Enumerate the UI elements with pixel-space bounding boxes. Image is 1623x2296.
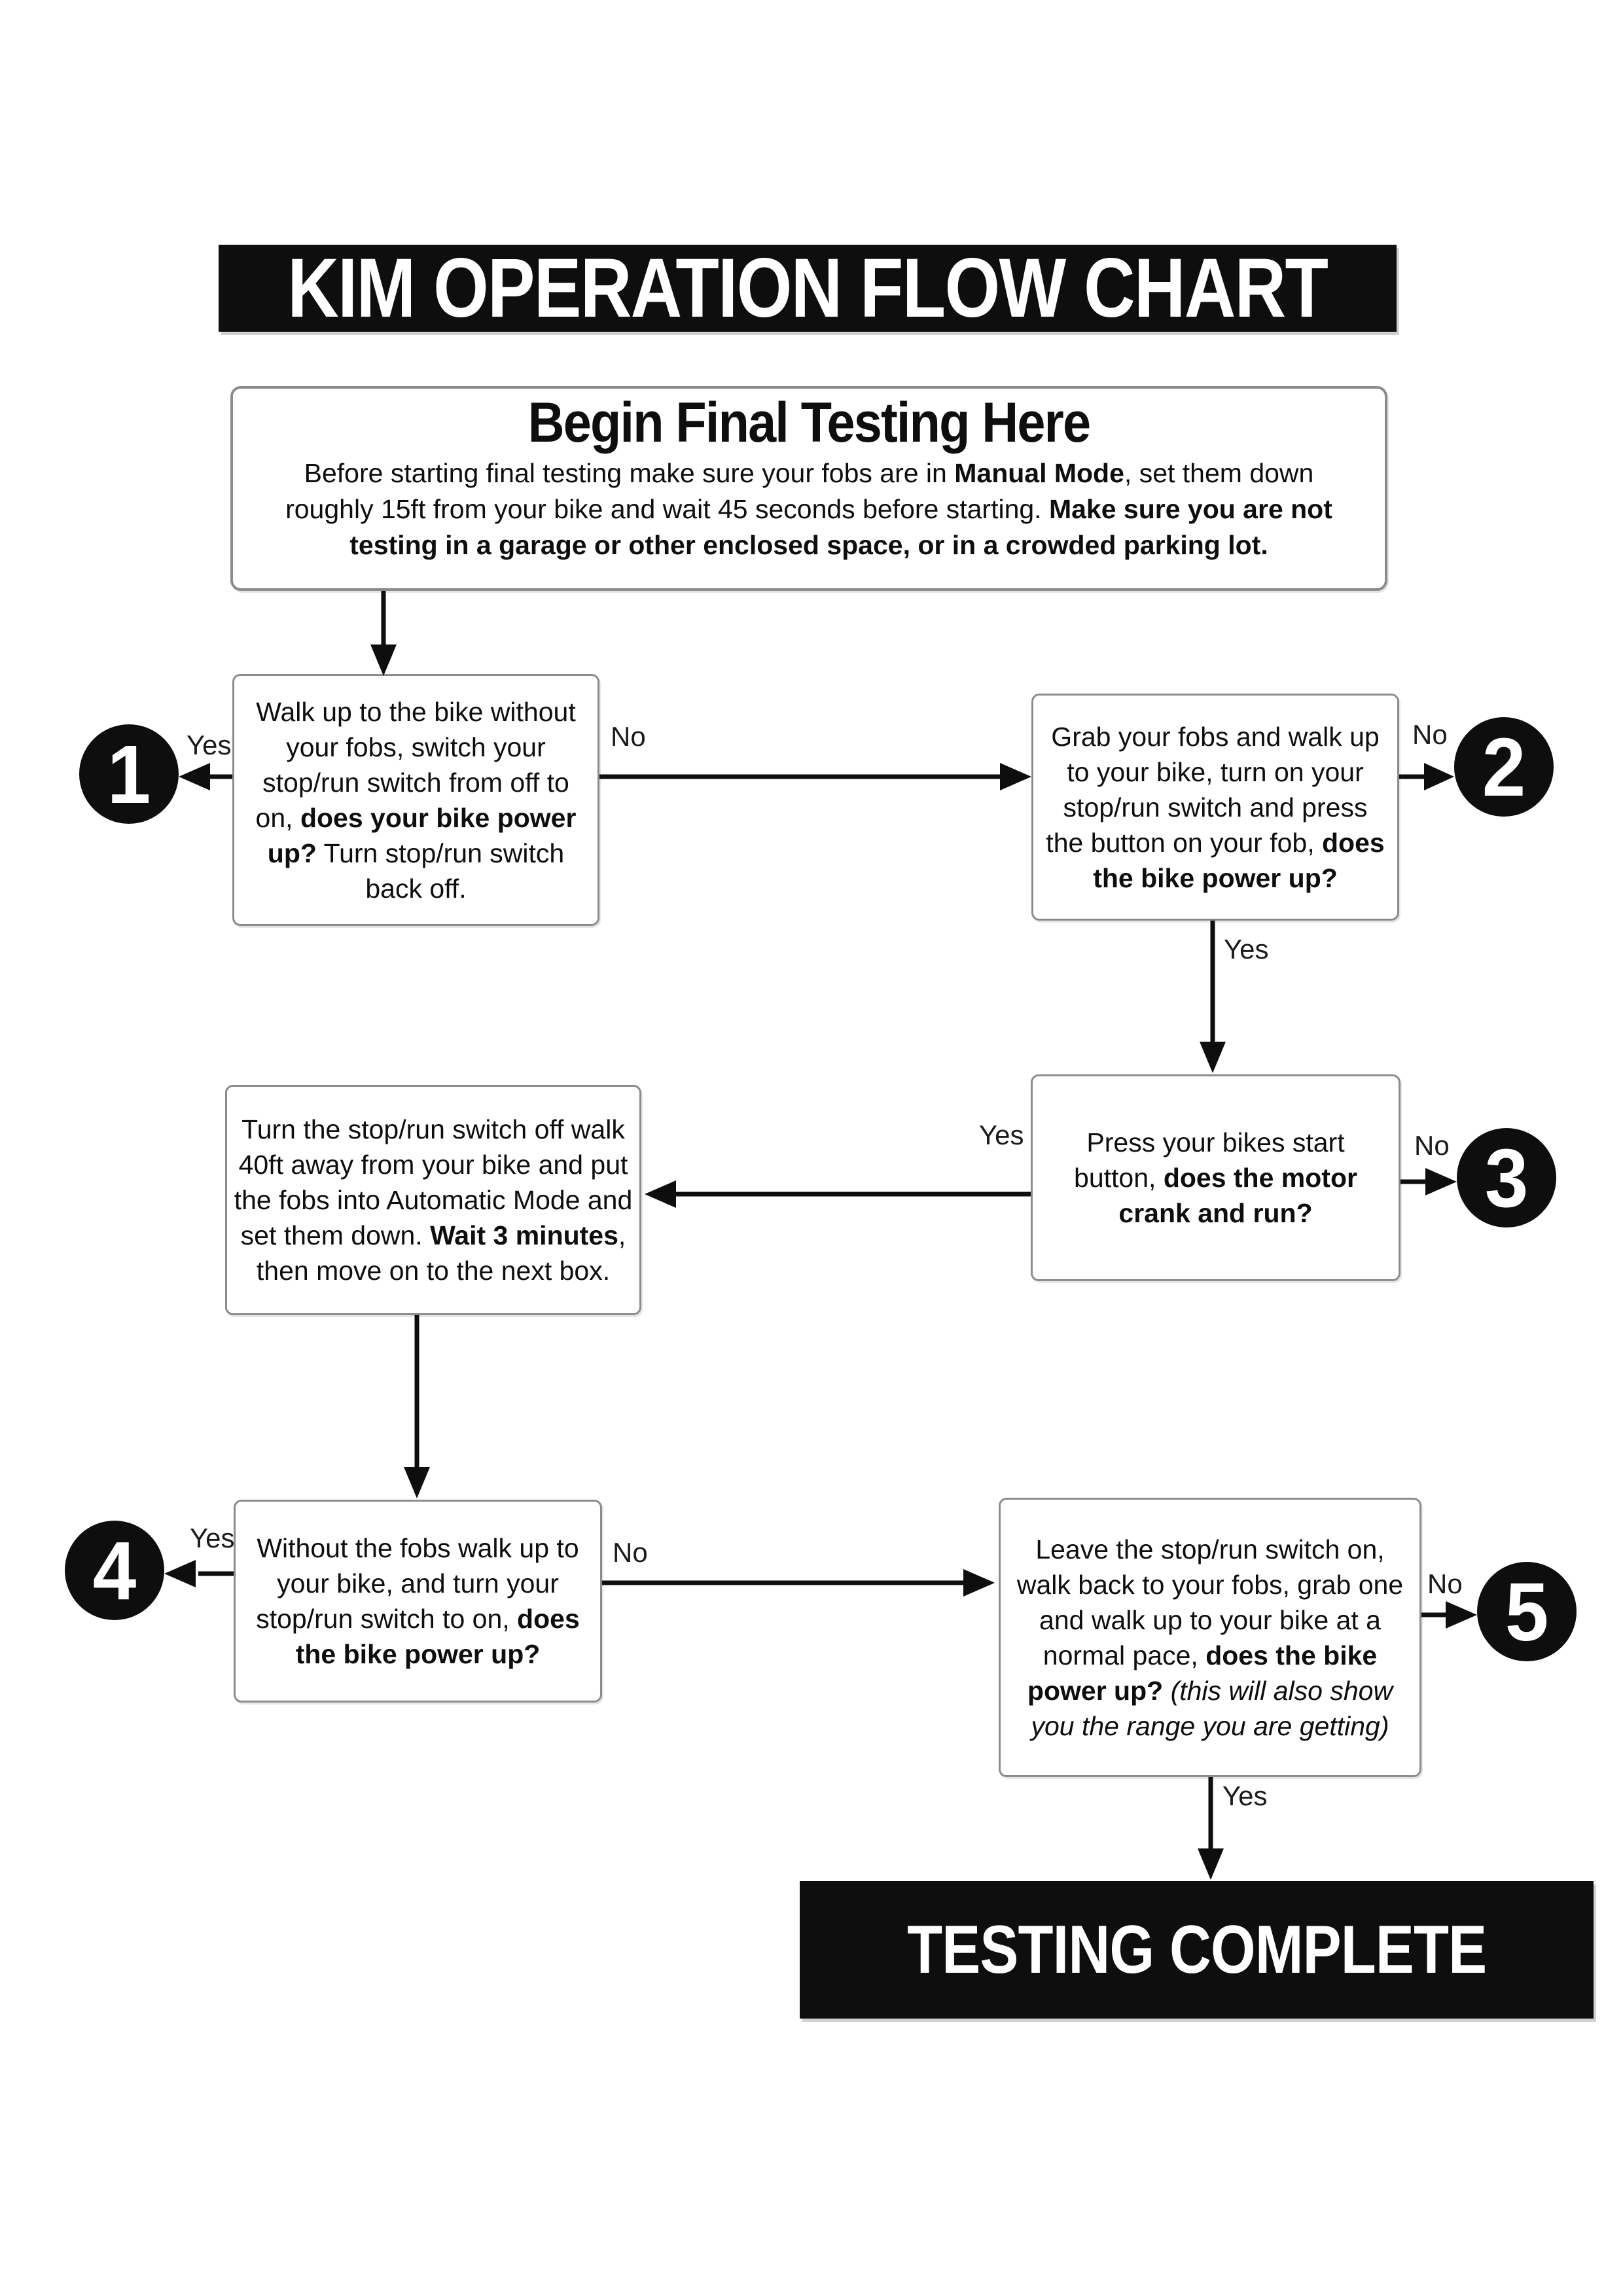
arrow-begin-to-step1 <box>370 591 397 676</box>
endpoint-circle-4: 4 <box>65 1521 164 1620</box>
step1-box: Walk up to the bike without your fobs, s… <box>232 674 599 926</box>
arrow-step5-no-to-step6 <box>602 1569 995 1597</box>
arrow-step2-yes-to-step3 <box>1200 921 1226 1073</box>
arrow-step1-yes-to-1 <box>179 763 232 790</box>
label-yes-step6: Yes <box>1222 1780 1268 1811</box>
endpoint-circle-1: 1 <box>79 724 179 824</box>
begin-box: Begin Final Testing Here Before starting… <box>230 386 1387 591</box>
begin-heading: Begin Final Testing Here <box>527 391 1091 454</box>
begin-body-text: Before starting final testing make sure … <box>285 458 1332 560</box>
testing-complete-bar: TESTING COMPLETE <box>800 1881 1594 2019</box>
label-no-step2: No <box>1412 719 1448 750</box>
label-no-step5: No <box>613 1537 648 1568</box>
step3-box: Press your bikes start button, does the … <box>1031 1074 1400 1281</box>
endpoint-circle-2: 2 <box>1454 717 1554 817</box>
endpoint-5-number: 5 <box>1505 1565 1549 1658</box>
step1-text: Walk up to the bike without your fobs, s… <box>255 696 577 904</box>
arrow-step4-to-step5 <box>404 1315 430 1498</box>
arrow-step6-yes-to-complete <box>1198 1777 1224 1880</box>
arrow-step1-no-to-step2 <box>599 763 1031 790</box>
endpoint-circle-5: 5 <box>1477 1562 1577 1661</box>
arrow-step5-yes-to-4 <box>164 1560 234 1587</box>
label-yes-step1: Yes <box>187 730 232 760</box>
step2-box: Grab your fobs and walk up to your bike,… <box>1031 694 1399 921</box>
step4-text: Turn the stop/run switch off walk 40ft a… <box>234 1114 633 1286</box>
step3-text: Press your bikes start button, does the … <box>1074 1127 1357 1228</box>
label-no-step3: No <box>1414 1130 1450 1161</box>
arrow-step3-no-to-3 <box>1400 1168 1457 1195</box>
arrow-step3-yes-to-step4 <box>645 1180 1031 1208</box>
label-yes-step3: Yes <box>979 1120 1024 1150</box>
arrow-step2-no-to-2 <box>1399 763 1454 790</box>
endpoint-2-number: 2 <box>1482 720 1526 813</box>
endpoint-circle-3: 3 <box>1457 1128 1556 1227</box>
step6-text: Leave the stop/run switch on, walk back … <box>1016 1534 1404 1741</box>
endpoint-3-number: 3 <box>1484 1131 1529 1224</box>
label-yes-step5: Yes <box>190 1523 235 1553</box>
label-yes-step2: Yes <box>1224 934 1269 964</box>
step6-box: Leave the stop/run switch on, walk back … <box>999 1498 1421 1777</box>
endpoint-1-number: 1 <box>107 728 151 821</box>
step5-box: Without the fobs walk up to your bike, a… <box>234 1500 602 1703</box>
label-no-step6: No <box>1427 1568 1463 1599</box>
step4-box: Turn the stop/run switch off walk 40ft a… <box>225 1085 641 1315</box>
title-bar: KIM OPERATION FLOW CHART <box>219 241 1397 335</box>
label-no-step1: No <box>611 721 646 752</box>
step2-text: Grab your fobs and walk up to your bike,… <box>1046 721 1385 893</box>
testing-complete-label: TESTING COMPLETE <box>906 1911 1487 1988</box>
page-title: KIM OPERATION FLOW CHART <box>287 241 1329 335</box>
arrow-step6-no-to-5 <box>1421 1601 1477 1629</box>
endpoint-4-number: 4 <box>92 1524 137 1617</box>
step5-text: Without the fobs walk up to your bike, a… <box>256 1533 580 1669</box>
